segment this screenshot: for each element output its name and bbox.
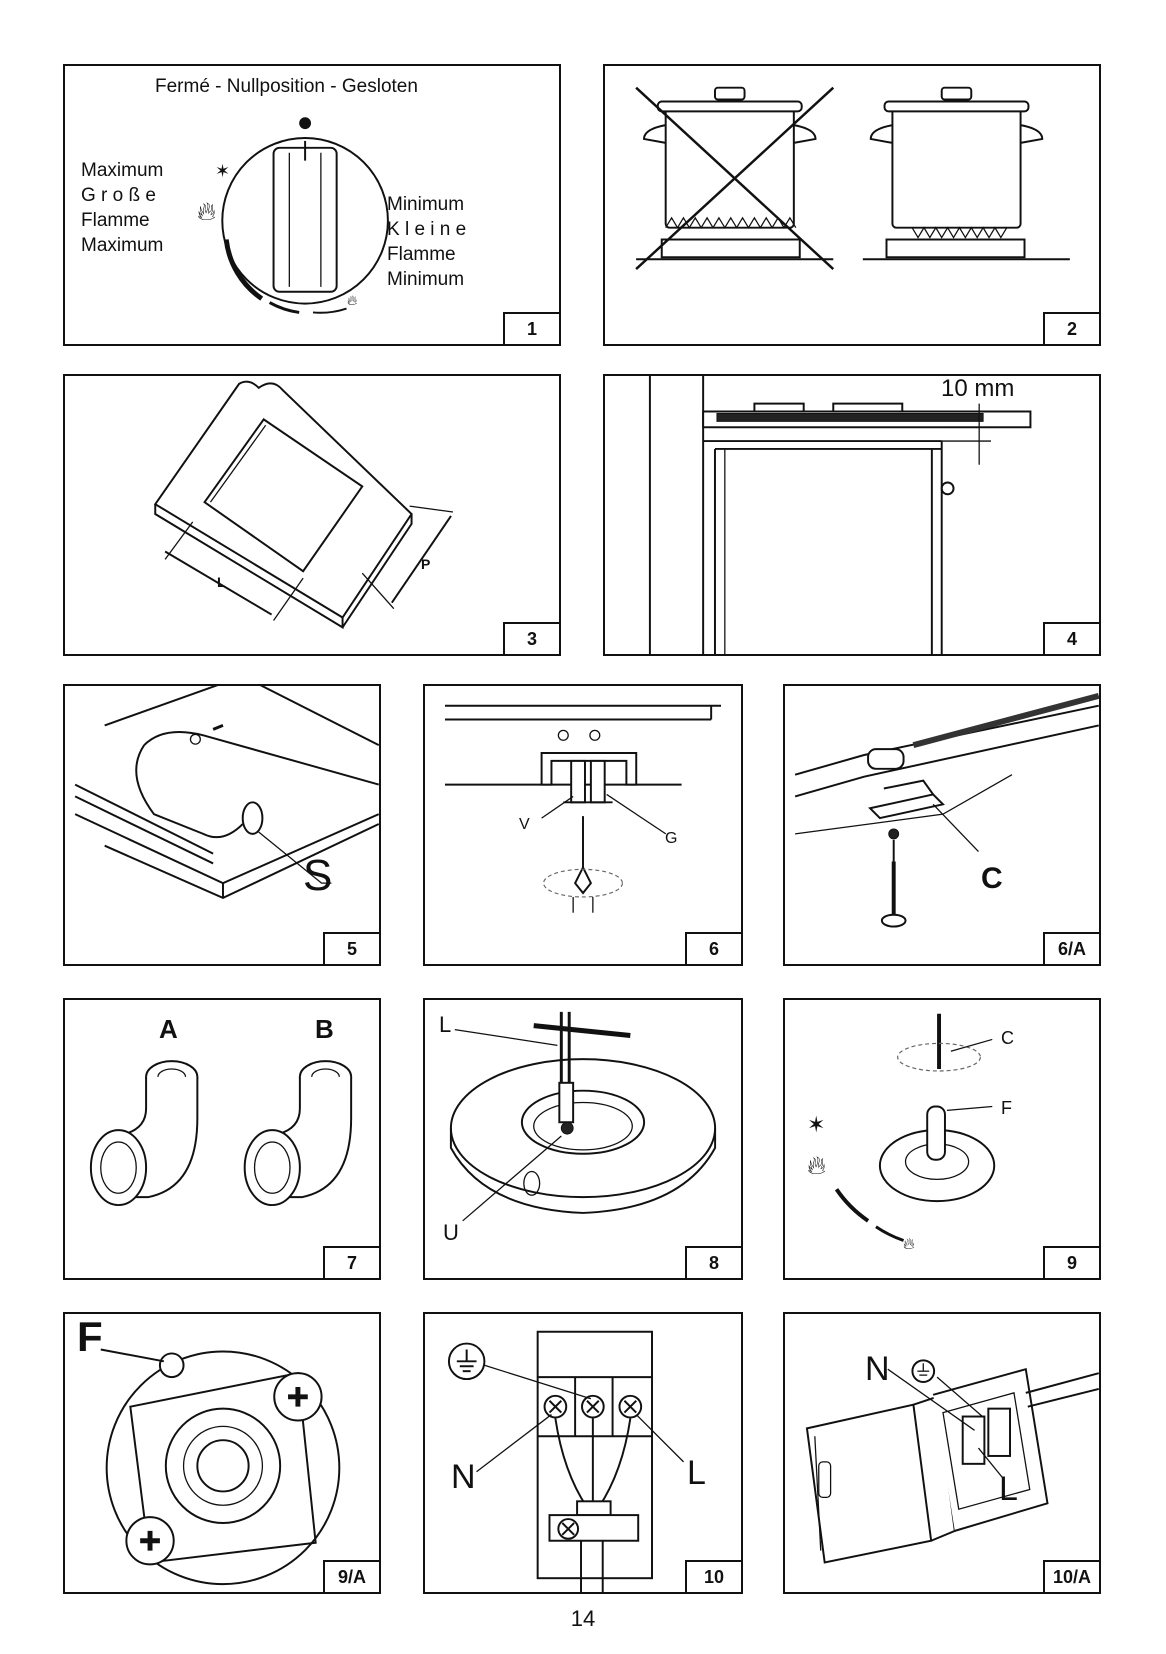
bracket-fixing-illustration bbox=[444, 704, 722, 913]
injector-label-u: U bbox=[443, 1220, 459, 1245]
figure-8: L U 8 bbox=[423, 998, 743, 1280]
clamp-fixing-illustration bbox=[794, 693, 1099, 928]
screwdriver-label-c: C bbox=[1001, 1028, 1014, 1048]
valve-detail-illustration bbox=[100, 1348, 341, 1586]
neutral-label-n: N bbox=[865, 1350, 890, 1388]
figure-10: N L 10 bbox=[423, 1312, 743, 1594]
figure-1-title: Fermé - Nullposition - Gesloten bbox=[155, 76, 418, 97]
live-label-l: L bbox=[687, 1454, 706, 1492]
burner-injector-adjustment-illustration bbox=[449, 1011, 717, 1222]
screw-label-f: F bbox=[77, 1313, 103, 1360]
figure-3: L P 3 bbox=[63, 374, 561, 656]
screw-label-v: V bbox=[519, 816, 530, 833]
terminal-block-wiring-illustration bbox=[447, 1330, 685, 1592]
figure-1-right-label: Minimum K l e i n e Flamme Minimum bbox=[387, 194, 467, 290]
figure-number: 10 bbox=[685, 1560, 741, 1592]
figure-1-left-label: Maximum G r o ß e Flamme Maximum bbox=[81, 160, 164, 256]
dimension-label-p: P bbox=[421, 556, 431, 572]
figure-number: 2 bbox=[1043, 312, 1099, 344]
gas-elbow-fittings-illustration bbox=[89, 1060, 353, 1207]
figure-number: 10/A bbox=[1043, 1560, 1099, 1592]
figure-2: 2 bbox=[603, 64, 1101, 346]
live-label-l: L bbox=[999, 1470, 1018, 1508]
figure-number: 9 bbox=[1043, 1246, 1099, 1278]
screw-label-f: F bbox=[1001, 1098, 1012, 1118]
figure-9a: F 9/A bbox=[63, 1312, 381, 1594]
page-number: 14 bbox=[570, 1606, 596, 1631]
figure-1: 🔥︎ ✶ 🔥︎ Fermé - Nullposition - Gesloten … bbox=[63, 64, 561, 346]
figure-number: 9/A bbox=[323, 1560, 379, 1592]
figure-4: 10 mm 4 bbox=[603, 374, 1101, 656]
seal-label-s: S bbox=[303, 851, 333, 900]
figure-number: 4 bbox=[1043, 622, 1099, 654]
spark-icon: ✶ bbox=[807, 1112, 826, 1137]
dimension-label-l: L bbox=[217, 574, 226, 590]
cutout-dimensions-illustration bbox=[153, 380, 454, 630]
figure-6a: C 6/A bbox=[783, 684, 1101, 966]
flame-large-icon: 🔥︎ bbox=[197, 196, 217, 226]
minimum-flame-adjustment-illustration bbox=[834, 1013, 996, 1242]
clearance-dimension: 10 mm bbox=[941, 375, 1015, 402]
bracket-label-g: G bbox=[665, 830, 678, 847]
figure-number: 6/A bbox=[1043, 932, 1099, 964]
key-label-l: L bbox=[439, 1012, 452, 1037]
clamp-label-c: C bbox=[981, 862, 1003, 895]
installation-clearance-illustration bbox=[648, 376, 1032, 654]
figure-number: 1 bbox=[503, 312, 559, 344]
figure-number: 5 bbox=[323, 932, 379, 964]
figure-number: 8 bbox=[685, 1246, 741, 1278]
connection-box-illustration bbox=[805, 1359, 1099, 1564]
flame-small-icon: 🔥︎ bbox=[347, 292, 358, 308]
knob-illustration bbox=[221, 117, 389, 314]
neutral-label-n: N bbox=[451, 1458, 476, 1496]
figure-9: ✶ 🔥︎ 🔥︎ C F 9 bbox=[783, 998, 1101, 1280]
pot-on-burner-illustration bbox=[635, 86, 1070, 270]
figure-10a: N L 10/A bbox=[783, 1312, 1101, 1594]
fitting-label-a: A bbox=[159, 1014, 178, 1044]
figure-number: 3 bbox=[503, 622, 559, 654]
figure-5: S 5 bbox=[63, 684, 381, 966]
fitting-label-b: B bbox=[315, 1014, 334, 1044]
flame-small-icon: 🔥︎ bbox=[903, 1236, 915, 1253]
figure-number: 6 bbox=[685, 932, 741, 964]
flame-large-icon: 🔥︎ bbox=[807, 1150, 827, 1180]
seal-installation-illustration bbox=[74, 686, 379, 900]
figure-number: 7 bbox=[323, 1246, 379, 1278]
figure-6: V G 6 bbox=[423, 684, 743, 966]
spark-icon: ✶ bbox=[215, 161, 231, 181]
figure-7: A B 7 bbox=[63, 998, 381, 1280]
